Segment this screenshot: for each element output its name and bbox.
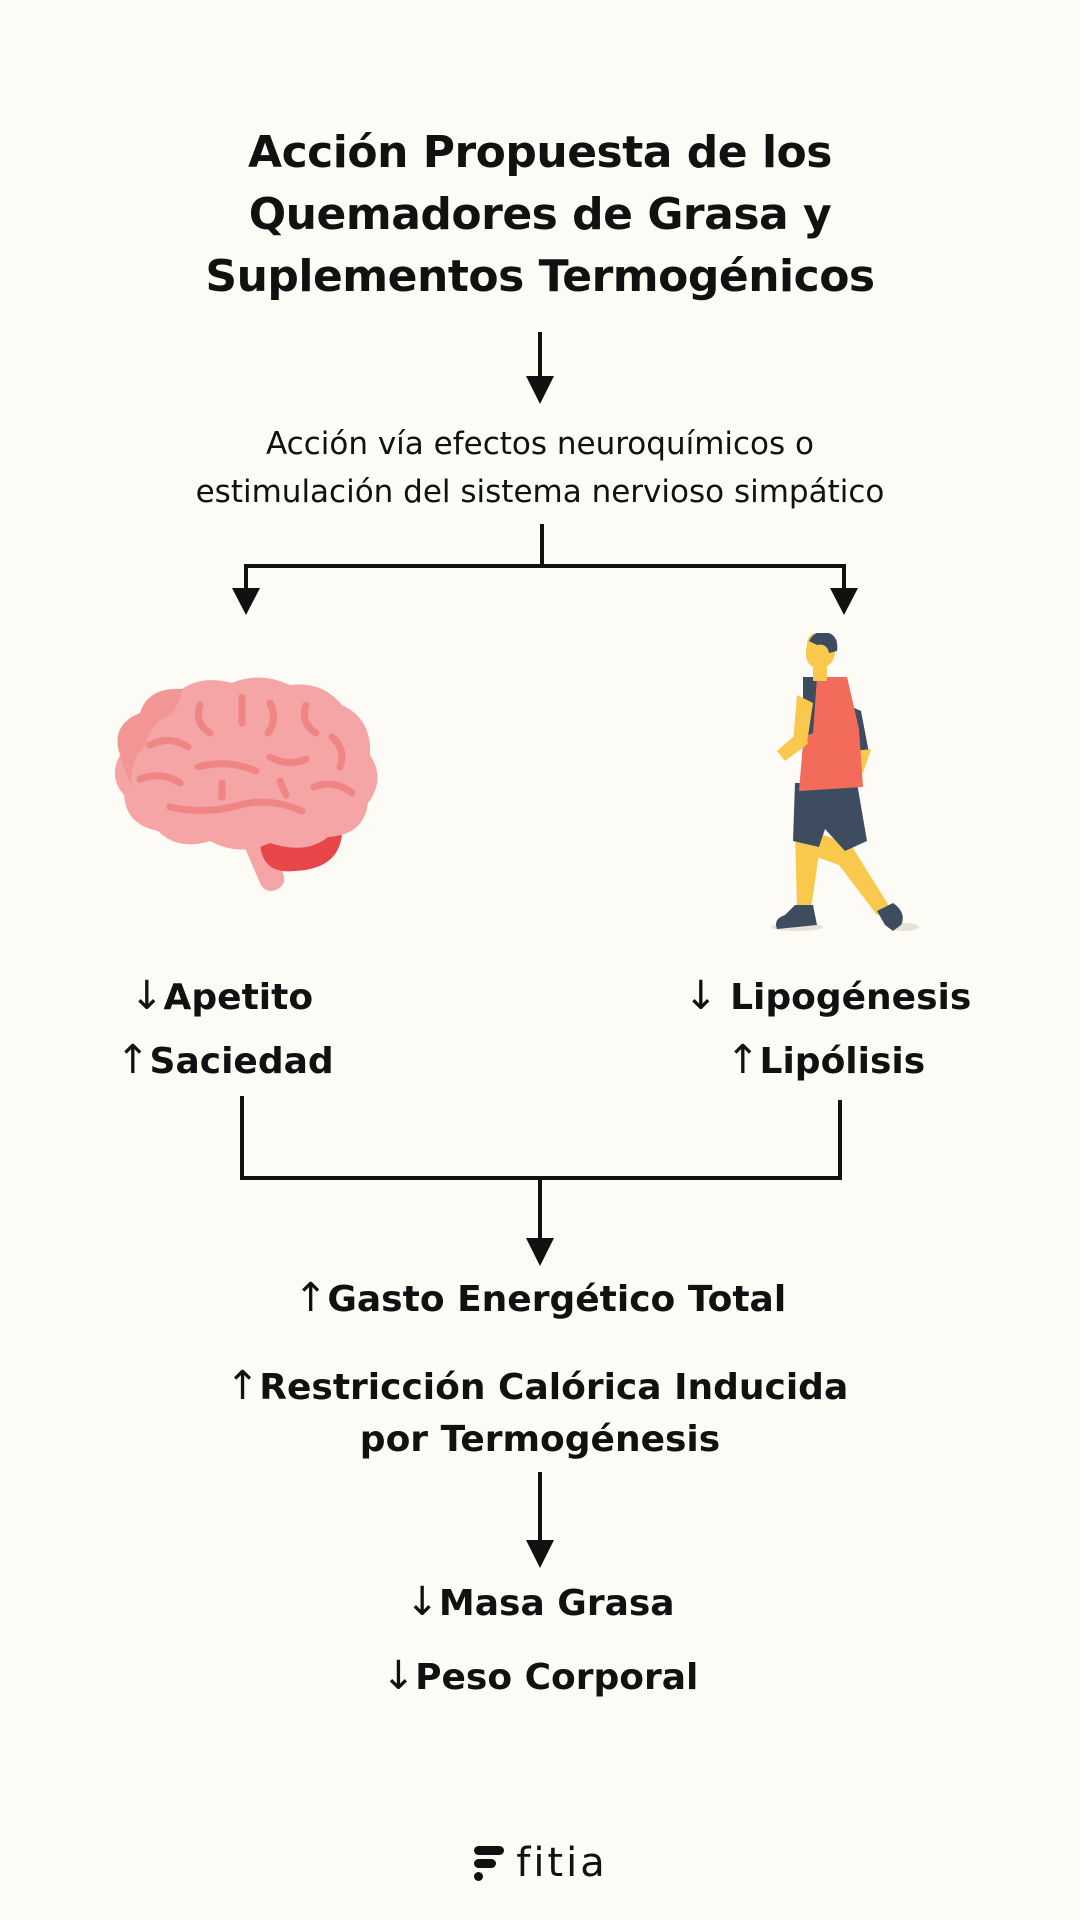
down-arrow-glyph: ↓ — [381, 1653, 416, 1699]
right-effect-2: ↑Lipólisis — [726, 1038, 925, 1084]
left-effect-1: ↓Apetito — [130, 974, 313, 1020]
down-arrow-glyph: ↓ — [684, 973, 718, 1019]
fat-mass-label: Masa Grasa — [438, 1583, 675, 1624]
mechanism-line-1: Acción vía efectos neuroquímicos o — [266, 426, 814, 462]
mechanism-text: Acción vía efectos neuroquímicos o estim… — [0, 420, 1080, 516]
arrowhead-mechanism — [526, 376, 554, 404]
restriction-line-2: por Termogénesis — [359, 1419, 721, 1460]
result-fat-mass: ↓Masa Grasa — [0, 1580, 1080, 1626]
energy-label: Gasto Energético Total — [327, 1279, 787, 1320]
down-arrow-glyph: ↓ — [405, 1579, 439, 1625]
brand-name: fitia — [516, 1840, 608, 1886]
result-body-weight: ↓Peso Corporal — [0, 1654, 1080, 1700]
up-arrow-glyph: ↑ — [225, 1363, 260, 1409]
up-arrow-glyph: ↑ — [116, 1037, 150, 1083]
diagram-title: Acción Propuesta de los Quemadores de Gr… — [0, 122, 1080, 308]
arrowhead-left — [232, 588, 260, 615]
title-line-1: Acción Propuesta de los — [248, 127, 832, 178]
left-effect-2: ↑Saciedad — [116, 1038, 334, 1084]
right-effect-1: ↓ Lipogénesis — [684, 974, 971, 1020]
body-weight-label: Peso Corporal — [415, 1657, 699, 1698]
arrowhead-right — [830, 588, 858, 615]
mechanism-line-2: estimulación del sistema nervioso simpát… — [195, 474, 885, 510]
apetito-label: Apetito — [163, 977, 314, 1018]
outcome-energy: ↑Gasto Energético Total — [0, 1276, 1080, 1322]
runner-icon — [771, 633, 919, 931]
lipolisis-label: Lipólisis — [759, 1041, 926, 1082]
title-line-3: Suplementos Termogénicos — [205, 251, 875, 302]
up-arrow-glyph: ↑ — [726, 1037, 760, 1083]
brain-icon — [114, 677, 378, 891]
title-line-2: Quemadores de Grasa y — [248, 189, 832, 240]
outcome-restriction: ↑Restricción Calórica Inducida por Termo… — [0, 1364, 1080, 1462]
restriction-line-1: Restricción Calórica Inducida — [259, 1367, 849, 1408]
arrowhead-outcome — [526, 1238, 554, 1266]
down-arrow-glyph: ↓ — [130, 973, 164, 1019]
arrowhead-result — [526, 1540, 554, 1568]
brand-footer: fitia — [0, 1838, 1080, 1888]
fitia-logo-icon — [474, 1846, 505, 1881]
lipogenesis-label: Lipogénesis — [730, 977, 972, 1018]
up-arrow-glyph: ↑ — [293, 1275, 328, 1321]
saciedad-label: Saciedad — [149, 1041, 334, 1082]
